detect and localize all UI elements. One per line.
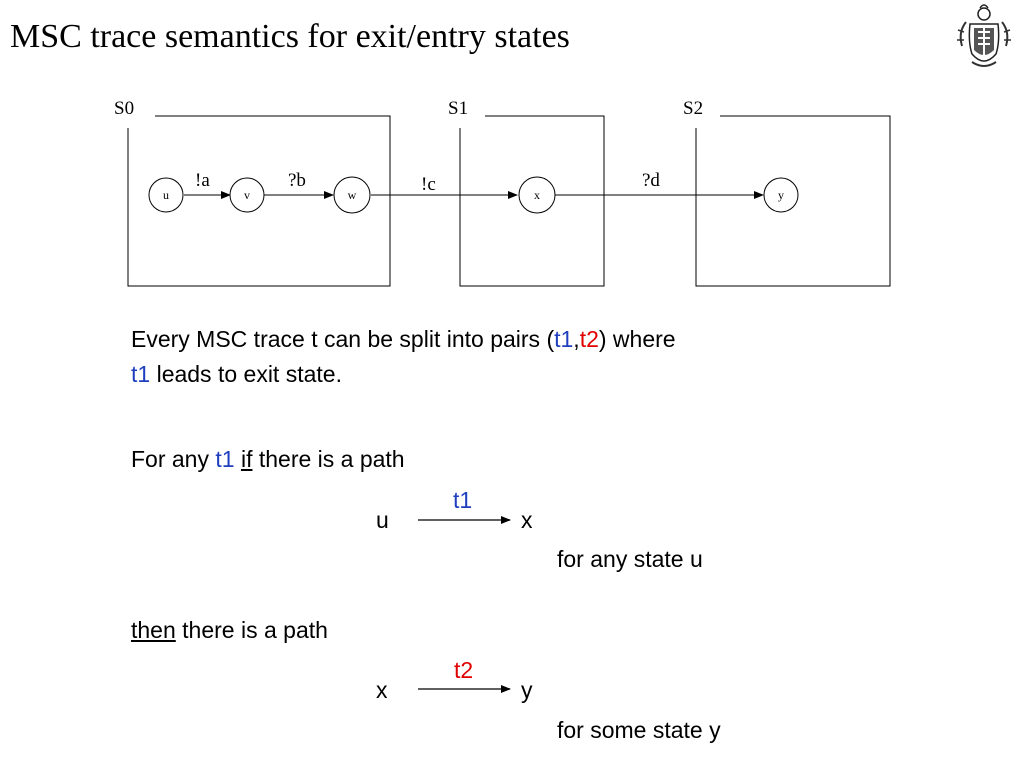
path2-to: y xyxy=(521,677,533,703)
transition-label-c: !c xyxy=(421,174,436,195)
para2-suffix: there is a path xyxy=(252,446,405,472)
path2-note: for some state y xyxy=(557,717,721,743)
state-w: w xyxy=(333,176,371,214)
state-x: x xyxy=(518,176,556,214)
paragraph-1-line-1: Every MSC trace t can be split into pair… xyxy=(131,326,676,353)
box-label-s0: S0 xyxy=(114,98,134,119)
state-u: u xyxy=(148,177,184,213)
state-v: v xyxy=(229,177,265,213)
box-label-s1: S1 xyxy=(448,98,468,119)
crest-logo-icon xyxy=(957,4,1011,67)
path2-from: x xyxy=(376,677,388,703)
state-label-x: x xyxy=(534,188,540,202)
para1-t2: t2 xyxy=(579,326,599,352)
paragraph-2: For any t1 if there is a path xyxy=(131,446,405,473)
state-y: y xyxy=(763,177,799,213)
path2-label: t2 xyxy=(454,657,474,683)
transition-label-b: ?b xyxy=(288,170,306,191)
para1-line2-rest: leads to exit state. xyxy=(150,361,342,387)
path1-note: for any state u xyxy=(557,546,703,572)
transition-label-a: !a xyxy=(195,170,210,191)
paragraph-3: then there is a path xyxy=(131,617,328,644)
para1-t1: t1 xyxy=(554,326,574,352)
slide-title: MSC trace semantics for exit/entry state… xyxy=(10,18,570,55)
path1-from: u xyxy=(376,507,389,533)
para1-comma: , xyxy=(573,326,580,352)
box-label-s2: S2 xyxy=(683,98,703,119)
state-label-u: u xyxy=(163,188,169,202)
box-s0: S0 xyxy=(114,98,391,287)
para2-prefix: For any xyxy=(131,446,216,472)
box-s1: S1 xyxy=(448,98,605,287)
para3-then: then xyxy=(131,617,176,643)
transition-label-d: ?d xyxy=(642,170,660,191)
para2-t1: t1 xyxy=(215,446,235,472)
state-label-w: w xyxy=(348,188,357,202)
para2-if: if xyxy=(240,446,253,472)
state-label-v: v xyxy=(244,188,250,202)
state-label-y: y xyxy=(778,188,784,202)
path1-to: x xyxy=(521,507,533,533)
box-s2: S2 xyxy=(683,98,891,287)
para1-line2-t1: t1 xyxy=(131,361,151,387)
paragraph-1-line-2: t1 leads to exit state. xyxy=(131,361,342,388)
para1-text-b: ) where xyxy=(598,326,676,352)
para1-text-a: Every MSC trace t can be split into pair… xyxy=(131,326,555,352)
path1-label: t1 xyxy=(453,487,473,513)
para3-suffix: there is a path xyxy=(175,617,328,643)
